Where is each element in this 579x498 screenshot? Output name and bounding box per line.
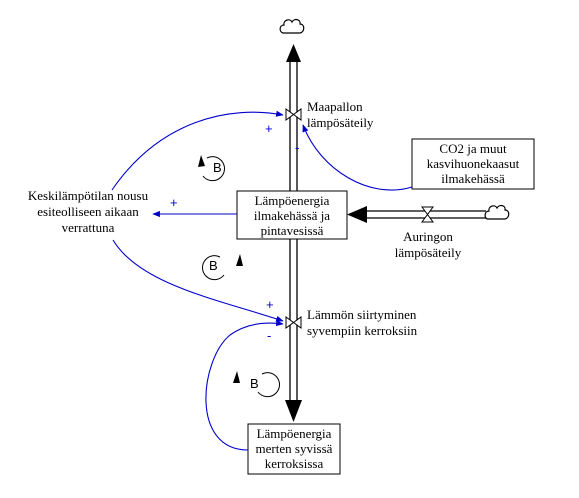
stock-atmosphere-line-3: pintavesissä — [261, 223, 324, 238]
stock-co2[interactable]: CO2 ja muut kasvihuonekaasut ilmakehässä — [411, 138, 535, 190]
aux-temperature-rise-line-3[interactable]: verrattuna — [62, 220, 115, 235]
loop-label-2: B — [209, 258, 218, 273]
valve-earth-radiation-icon — [285, 108, 302, 121]
cloud-source-icon — [484, 204, 510, 220]
link-co2-to-earth-radiation — [302, 124, 413, 191]
loop-marker-3: B — [233, 371, 280, 398]
arrowhead-left-to-atmosphere — [347, 206, 367, 223]
flow-heat-transfer-line-2[interactable]: syvempiin kerroksiin — [307, 323, 418, 338]
stock-deep-ocean-line-2: merten syvissä — [256, 441, 333, 456]
polarity-earth-radiation-plus: + — [265, 121, 273, 136]
stock-atmosphere[interactable]: Lämpöenergia ilmakehässä ja pintavesissä — [236, 190, 348, 240]
flow-heat-transfer-line-1[interactable]: Lämmön siirtyminen — [307, 307, 417, 322]
stock-deep-ocean-line-3: kerroksissa — [265, 456, 324, 471]
stock-deep-ocean-line-1: Lämpöenergia — [257, 426, 332, 441]
polarity-heat-transfer-minus: - — [267, 328, 271, 343]
arrowhead-up-to-cloud — [286, 44, 301, 62]
cloud-sink-icon — [279, 18, 305, 34]
stock-co2-line-1: CO2 ja muut — [439, 141, 507, 156]
link-deep-ocean-to-heat-transfer — [205, 320, 284, 451]
loop-label-3: B — [250, 376, 259, 391]
aux-temperature-rise-line-2[interactable]: esiteolliseen aikaan — [37, 204, 139, 219]
arrowhead-down-to-deep-ocean — [285, 400, 302, 422]
flow-earth-radiation-line-1[interactable]: Maapallon — [307, 99, 363, 114]
stock-atmosphere-line-2: ilmakehässä ja — [254, 208, 330, 223]
stock-atmosphere-line-1: Lämpöenergia — [255, 193, 330, 208]
stock-deep-ocean[interactable]: Lämpöenergia merten syvissä kerroksissa — [247, 423, 341, 475]
valve-solar-radiation-icon — [421, 206, 434, 223]
flow-solar-radiation-line-1[interactable]: Auringon — [403, 229, 453, 244]
flow-solar-radiation-line-2[interactable]: lämpösäteily — [395, 245, 462, 260]
loop-marker-2: B — [202, 254, 243, 281]
valve-heat-transfer-icon — [285, 316, 302, 329]
polarity-heat-transfer-plus: + — [266, 297, 274, 312]
stock-co2-line-2: kasvihuonekaasut — [427, 156, 520, 171]
loop-label-1: B — [213, 160, 222, 175]
aux-temperature-rise-line-1[interactable]: Keskilämpötilan nousu — [28, 188, 149, 203]
stock-co2-line-3: ilmakehässä — [441, 171, 505, 186]
link-temperature-to-earth-radiation — [111, 110, 284, 191]
flow-earth-radiation-line-2[interactable]: lämpösäteily — [307, 115, 374, 130]
loop-marker-1: B — [198, 155, 225, 182]
polarity-temperature-plus: + — [170, 195, 178, 210]
link-temperature-to-heat-transfer — [112, 239, 284, 322]
polarity-earth-radiation-minus: - — [295, 140, 299, 155]
